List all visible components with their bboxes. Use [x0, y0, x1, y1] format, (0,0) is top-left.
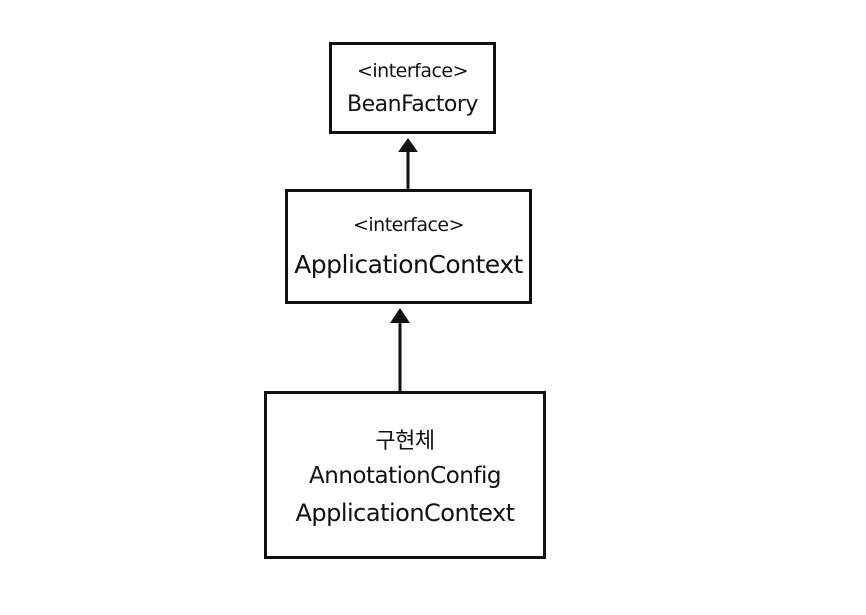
application-context-name: ApplicationContext: [294, 250, 523, 279]
arrow-head: [390, 308, 410, 323]
application-context-box: <interface> ApplicationContext: [285, 189, 532, 304]
implementation-box: 구현체 AnnotationConfig ApplicationContext: [264, 391, 546, 559]
implementation-name-line1: AnnotationConfig: [309, 463, 501, 489]
bean-factory-name: BeanFactory: [347, 91, 478, 117]
arrow-appcontext-to-beanfactory: [398, 138, 418, 189]
arrow-implementation-to-appcontext: [390, 308, 410, 391]
application-context-stereotype: <interface>: [352, 214, 465, 236]
implementation-name-line2: ApplicationContext: [295, 499, 515, 527]
bean-factory-stereotype: <interface>: [356, 59, 469, 82]
implementation-label: 구현체: [375, 429, 435, 454]
bean-factory-box: <interface> BeanFactory: [329, 42, 496, 134]
arrow-head: [398, 138, 418, 152]
